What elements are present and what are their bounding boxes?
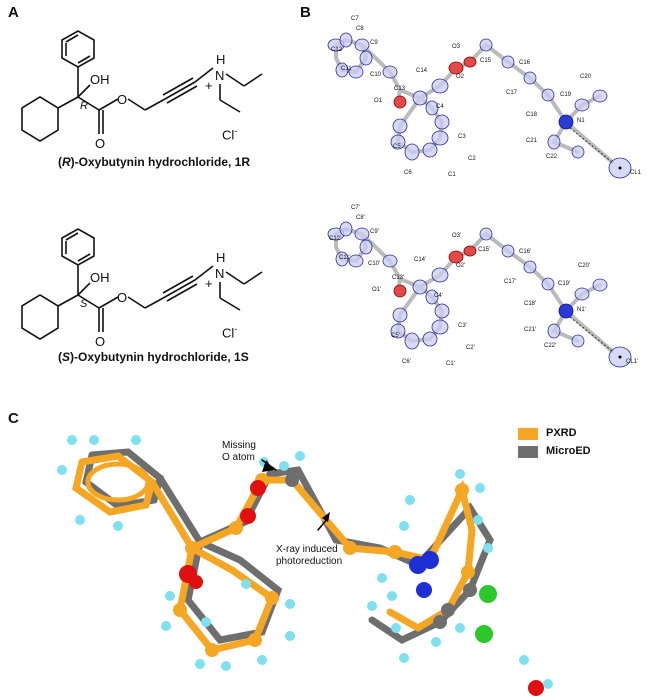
caption-r-stereo: R xyxy=(62,155,71,169)
atom-label: C14 xyxy=(416,68,428,74)
s-plus-label: + xyxy=(205,276,213,291)
atom-label: O3' xyxy=(452,233,462,239)
atom-label: C17' xyxy=(504,279,517,285)
r-minus-label: - xyxy=(234,126,238,136)
s-n-label: N xyxy=(215,266,225,281)
atom-label: C16 xyxy=(519,60,531,66)
panel-b-letter: B xyxy=(300,4,311,21)
caption-s: (S)-Oxybutynin hydrochloride, 1S xyxy=(58,350,249,364)
atom-label: C21' xyxy=(524,327,537,333)
atom-label: C5' xyxy=(391,333,400,339)
atom-label: C1 xyxy=(448,172,456,178)
atom-label: O1 xyxy=(374,98,383,104)
atom-label: C21 xyxy=(526,138,538,144)
annotation-photo-line1: X-ray induced xyxy=(276,544,338,555)
annotation-photoreduction: X-ray induced photoreduction xyxy=(276,544,342,568)
r-n-label: N xyxy=(215,68,225,83)
r-plus-label: + xyxy=(205,78,213,93)
atom-label: C12' xyxy=(329,236,342,242)
r-ester-o: O xyxy=(117,92,128,107)
atom-label: O2' xyxy=(456,263,466,269)
atom-label: CL1 xyxy=(630,170,642,176)
caption-s-rest: )-Oxybutynin hydrochloride, 1S xyxy=(70,350,249,364)
r-oh-label: OH xyxy=(90,72,110,87)
atom-label: C14' xyxy=(414,257,427,263)
atom-label: C13 xyxy=(394,86,406,92)
ortep-bottom-drawing xyxy=(327,221,632,368)
atom-label: C19' xyxy=(558,281,571,287)
atom-label: C7 xyxy=(351,16,359,22)
caption-r-open: ( xyxy=(58,155,62,169)
atom-label: C20' xyxy=(578,263,591,269)
atom-label: C8 xyxy=(356,26,364,32)
legend-microed-label: MicroED xyxy=(546,445,591,457)
atom-label: C22 xyxy=(546,154,558,160)
atom-label: C11' xyxy=(339,255,351,261)
atom-label: C8' xyxy=(356,215,365,221)
s-stereo-label: S xyxy=(80,298,88,310)
s-oh-label: OH xyxy=(90,270,110,285)
caption-s-stereo: S xyxy=(62,350,71,364)
atom-label: C22' xyxy=(544,343,557,349)
atom-label: C9' xyxy=(370,229,379,235)
atom-label: CL1' xyxy=(626,359,639,365)
s-h-label: H xyxy=(216,250,226,265)
r-cl-label: Cl xyxy=(222,127,235,143)
atom-label: C20 xyxy=(580,74,592,80)
structure-r-drawing xyxy=(21,30,263,142)
atom-label: C7' xyxy=(351,205,360,211)
r-counterion: Cl- xyxy=(222,126,237,142)
atom-label: C6 xyxy=(404,170,412,176)
atom-label: C18 xyxy=(526,112,538,118)
annotation-missing-line2: O atom xyxy=(222,452,255,463)
atom-label: C17 xyxy=(506,90,518,96)
r-h-label: H xyxy=(216,52,226,67)
atom-label: C3' xyxy=(458,323,467,329)
caption-s-open: ( xyxy=(58,350,62,364)
atom-label: C1' xyxy=(446,361,455,367)
atom-label: C15' xyxy=(478,247,491,253)
atom-label: C15 xyxy=(480,58,492,64)
atom-label: C2 xyxy=(468,156,476,162)
atom-label: O3 xyxy=(452,44,461,50)
atom-label: C9 xyxy=(370,40,378,46)
atom-label: C16' xyxy=(519,249,532,255)
s-carbonyl-o: O xyxy=(95,334,106,349)
s-counterion: Cl- xyxy=(222,324,237,340)
structure-s-drawing xyxy=(21,228,263,340)
atom-label: C10' xyxy=(368,261,381,267)
atom-label: N1 xyxy=(577,118,585,124)
atom-label: C4 xyxy=(436,104,444,110)
atom-label: C13' xyxy=(392,275,405,281)
atom-label: O1' xyxy=(372,287,382,293)
atom-label: N1' xyxy=(577,307,586,313)
panel-c-letter: C xyxy=(8,410,19,427)
ortep-top-drawing xyxy=(327,32,632,179)
panel-a-letter: A xyxy=(8,4,19,21)
atom-label: C5 xyxy=(393,144,401,150)
s-cl-label: Cl xyxy=(222,325,235,341)
atom-label: C19 xyxy=(560,92,572,98)
atom-label: C11 xyxy=(341,66,352,72)
legend-pxrd-label: PXRD xyxy=(546,427,577,439)
annotation-missing-o: Missing O atom xyxy=(222,440,256,464)
s-ester-o: O xyxy=(117,290,128,305)
atom-label: C2' xyxy=(466,345,475,351)
caption-r: (R)-Oxybutynin hydrochloride, 1R xyxy=(58,155,250,169)
atom-label: C4' xyxy=(434,293,443,299)
r-stereo-label: R xyxy=(80,100,88,112)
caption-r-rest: )-Oxybutynin hydrochloride, 1R xyxy=(70,155,251,169)
atom-label: C10 xyxy=(370,72,382,78)
r-carbonyl-o: O xyxy=(95,136,106,151)
atom-label: C18' xyxy=(524,301,537,307)
atom-label: O2 xyxy=(456,74,465,80)
atom-label: C6' xyxy=(402,359,411,365)
annotation-missing-line1: Missing xyxy=(222,440,256,451)
overlay-drawing xyxy=(57,428,553,696)
atom-label: C3 xyxy=(458,134,466,140)
annotation-photo-line2: photoreduction xyxy=(276,556,343,567)
atom-label: C12 xyxy=(331,47,343,53)
s-minus-label: - xyxy=(234,324,238,334)
